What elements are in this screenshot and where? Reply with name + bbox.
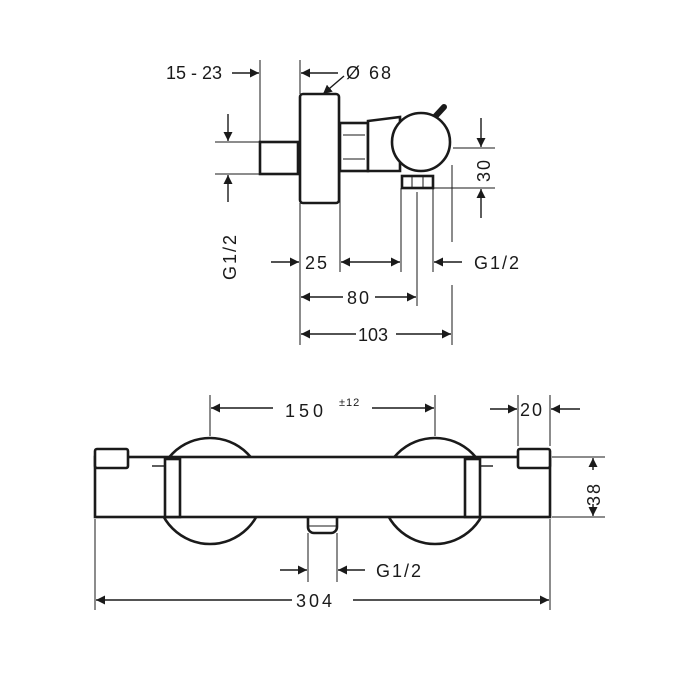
dim-20-label: 20 [520,400,544,420]
dim-38-label: 38 [584,482,604,506]
extension-lines [215,60,495,345]
side-view: 15 - 23 Ø 68 G1/2 30 25 G1/2 80 103 [166,60,521,345]
dim-offset-label: 15 - 23 [166,63,222,83]
dim-150-tolerance: ±12 [339,397,360,409]
union-nut [338,121,370,173]
wall-rosette [298,92,341,205]
dim-outlet-thread-label: G1/2 [474,253,521,273]
dim-30-label: 30 [474,158,494,182]
left-sleeve [163,457,182,519]
dim-304-label: 304 [296,591,335,611]
dim-diameter-label: Ø 68 [346,63,393,83]
dim-80-label: 80 [347,288,371,308]
wall-stub [258,140,300,176]
dim-25-label: 25 [305,253,329,273]
dim-150-label: 150 [285,401,327,421]
left-cap [93,447,130,470]
dim-103-label: 103 [358,325,388,345]
valve-body [366,115,402,173]
right-cap [516,447,552,470]
front-view: 150 ±12 20 38 G1/2 304 [93,395,605,611]
dim-outlet-thread-label: G1/2 [376,561,423,581]
right-sleeve [463,457,482,519]
control-knob [390,111,452,173]
dim-inlet-thread-label: G1/2 [220,233,240,280]
outlet-nut [400,174,435,190]
extension-lines [94,395,605,610]
